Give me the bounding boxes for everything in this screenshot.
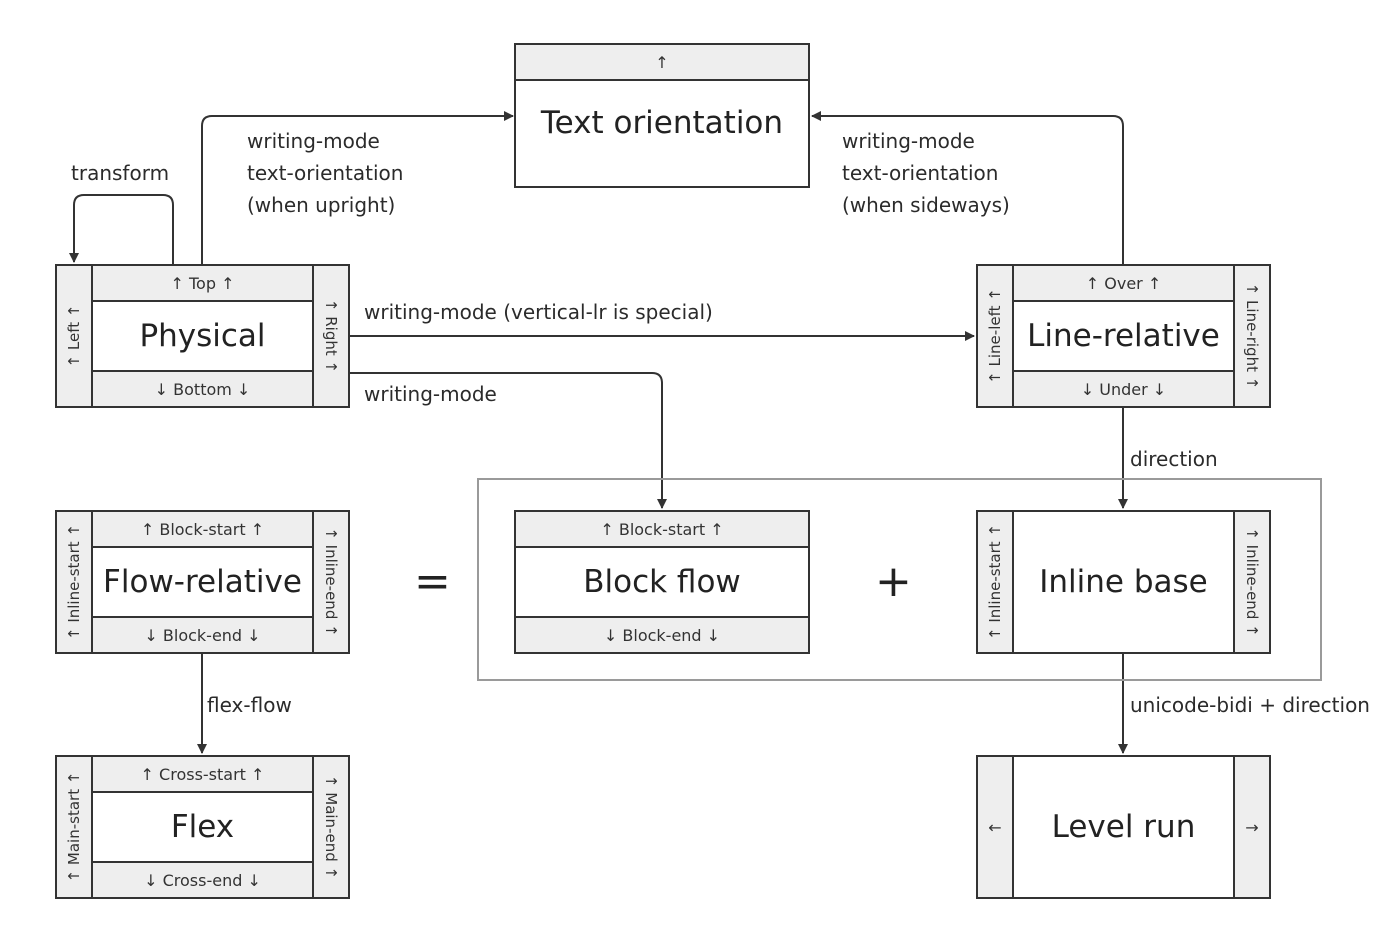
line-relative-top-label: ↑ Over ↑ [1085,273,1162,293]
edge-physical-to-block-flow [350,372,667,509]
edge-transform [69,194,174,264]
block-inline-group [477,478,1322,681]
flow-relative-bottom-label: ↓ Block-end ↓ [144,625,261,645]
flow-relative-bottom-segment: ↓ Block-end ↓ [93,616,312,652]
node-inline-base[interactable]: ↑ Inline-start ↑ ↑ Inline-end ↑ Inline b… [976,510,1271,654]
flow-relative-title: Flow-relative [103,564,302,600]
physical-bottom-segment: ↓ Bottom ↓ [93,370,312,406]
level-run-right-segment: → [1233,757,1269,897]
flex-bottom-segment: ↓ Cross-end ↓ [93,861,312,897]
block-flow-bottom-segment: ↓ Block-end ↓ [516,616,808,652]
physical-top-segment: ↑ Top ↑ [93,266,312,302]
plus-operator: + [875,556,912,607]
level-run-left-label: ← [988,817,1002,837]
flow-relative-right-label: ↑ Inline-end ↑ [322,527,340,637]
text-orientation-top-label: ↑ [655,52,669,72]
block-flow-bottom-label: ↓ Block-end ↓ [603,625,721,645]
node-level-run[interactable]: ← → Level run [976,755,1271,899]
edge-label-transform: transform [71,161,170,185]
flex-right-label: ↑ Main-end ↑ [322,774,340,880]
flow-relative-right-segment: ↑ Inline-end ↑ [312,512,348,652]
block-flow-top-label: ↑ Block-start ↑ [600,519,724,539]
level-run-left-segment: ← [978,757,1014,897]
node-text-orientation[interactable]: ↑ Text orientation [514,43,810,188]
flow-relative-left-label: ↑ Inline-start ↑ [65,523,83,641]
block-flow-title: Block flow [583,564,741,600]
flex-top-label: ↑ Cross-start ↑ [140,764,265,784]
physical-right-segment: ↑ Right ↑ [312,266,348,406]
inline-base-left-label: ↑ Inline-start ↑ [986,523,1004,641]
line-relative-top-segment: ↑ Over ↑ [1014,266,1233,302]
line-relative-bottom-label: ↓ Under ↓ [1080,379,1167,399]
edge-label-upright: writing-mode text-orientation (when upri… [247,129,404,217]
physical-right-label: ↑ Right ↑ [322,298,340,374]
physical-left-segment: ↑ Left ↑ [57,266,93,406]
inline-base-title: Inline base [1039,564,1208,600]
flex-title: Flex [170,809,235,845]
flow-relative-top-segment: ↑ Block-start ↑ [93,512,312,548]
inline-base-right-label: ↑ Inline-end ↑ [1243,527,1261,637]
inline-base-left-segment: ↑ Inline-start ↑ [978,512,1014,652]
edge-label-direction: direction [1130,447,1218,471]
edge-line-relative-to-text-orientation [811,111,1124,264]
line-relative-left-segment: ↑ Line-left ↑ [978,266,1014,406]
flex-left-segment: ↑ Main-start ↑ [57,757,93,897]
flex-left-label: ↑ Main-start ↑ [65,771,83,883]
flow-relative-top-label: ↑ Block-start ↑ [140,519,265,539]
level-run-title: Level run [1051,809,1196,845]
equals-operator: = [414,556,451,607]
node-flow-relative[interactable]: ↑ Block-start ↑ ↓ Block-end ↓ ↑ Inline-s… [55,510,350,654]
text-orientation-title: Text orientation [540,104,784,141]
line-relative-left-label: ↑ Line-left ↑ [986,288,1004,384]
node-physical[interactable]: ↑ Top ↑ ↓ Bottom ↓ ↑ Left ↑ ↑ Right ↑ Ph… [55,264,350,408]
edge-label-flex-flow: flex-flow [207,693,292,717]
edge-label-sideways: writing-mode text-orientation (when side… [842,129,1010,217]
edge-label-bidi: unicode-bidi + direction [1130,693,1370,717]
flex-bottom-label: ↓ Cross-end ↓ [144,870,261,890]
level-run-right-label: → [1245,817,1259,837]
physical-top-label: ↑ Top ↑ [170,273,235,293]
node-line-relative[interactable]: ↑ Over ↑ ↓ Under ↓ ↑ Line-left ↑ ↑ Line-… [976,264,1271,408]
flex-top-segment: ↑ Cross-start ↑ [93,757,312,793]
line-relative-bottom-segment: ↓ Under ↓ [1014,370,1233,406]
physical-left-label: ↑ Left ↑ [65,304,83,368]
physical-bottom-label: ↓ Bottom ↓ [154,379,251,399]
edge-physical-to-text-orientation [201,111,514,264]
line-relative-title: Line-relative [1027,318,1220,354]
edge-label-vertical-lr: writing-mode (vertical-lr is special) [364,300,713,324]
edge-label-writing-mode: writing-mode [364,382,497,406]
flow-relative-left-segment: ↑ Inline-start ↑ [57,512,93,652]
physical-title: Physical [139,318,266,354]
line-relative-right-segment: ↑ Line-right ↑ [1233,266,1269,406]
node-flex[interactable]: ↑ Cross-start ↑ ↓ Cross-end ↓ ↑ Main-sta… [55,755,350,899]
inline-base-right-segment: ↑ Inline-end ↑ [1233,512,1269,652]
text-orientation-top-segment: ↑ [516,45,808,81]
flex-right-segment: ↑ Main-end ↑ [312,757,348,897]
block-flow-top-segment: ↑ Block-start ↑ [516,512,808,548]
line-relative-right-label: ↑ Line-right ↑ [1243,282,1261,390]
node-block-flow[interactable]: ↑ Block-start ↑ ↓ Block-end ↓ Block flow [514,510,810,654]
